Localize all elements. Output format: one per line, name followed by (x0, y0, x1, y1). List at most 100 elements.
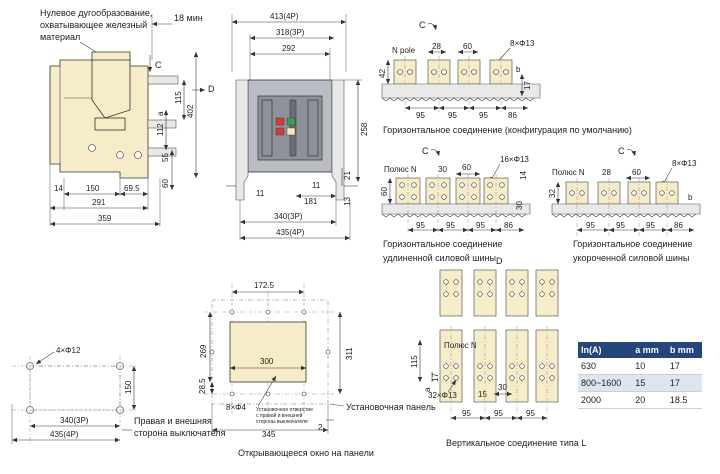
side-busbar-low (147, 147, 177, 157)
hole (669, 190, 675, 196)
spacing-2: 95 (494, 409, 503, 418)
plan-bar-4 (535, 269, 559, 317)
side-label-line1: Правая и внешняя (134, 416, 212, 426)
table-row: 2000 20 18.5 (578, 391, 702, 409)
breaker-front-slot-left (261, 99, 273, 157)
c-rotate-arrow (430, 149, 440, 157)
n-pole-label: N pole (392, 46, 416, 55)
short-break-line (551, 213, 697, 218)
breaker-front-slot-right (307, 99, 319, 157)
dim-14: 14 (54, 184, 63, 193)
hole (493, 69, 499, 75)
note-line2: с правой и внешней (256, 412, 303, 419)
hole (487, 375, 493, 381)
spacing-2: 95 (446, 221, 455, 230)
hole (443, 279, 449, 285)
dim-181: 181 (304, 197, 318, 206)
hole (265, 391, 271, 397)
hole (477, 363, 483, 369)
dim-28: 28 (602, 168, 611, 177)
table-cell: 2000 (578, 391, 633, 409)
breaker-side-handle (94, 117, 126, 131)
spacing-3: 95 (479, 111, 488, 120)
holes-leader (257, 375, 277, 407)
dim-115: 115 (410, 355, 419, 368)
pole-n-label: Полюс N (552, 168, 585, 177)
status-indicator-yellow (286, 127, 296, 136)
dim-32: 32 (548, 189, 557, 198)
dim-30: 30 (498, 383, 507, 392)
label-b: b (688, 193, 693, 202)
hole (539, 375, 545, 381)
short-housing (551, 203, 701, 215)
front-rail-left (235, 79, 249, 201)
holes-leader (35, 351, 55, 365)
hole (509, 363, 515, 369)
hole (539, 279, 545, 285)
hole (229, 391, 235, 397)
dim-258: 258 (360, 122, 369, 136)
dim-318: 318(3P) (276, 28, 305, 37)
dim-115: 115 (174, 91, 183, 104)
plan-holes (443, 279, 555, 297)
hole (499, 182, 505, 188)
dim-413: 413(4P) (270, 12, 299, 21)
col-header-a: a mm (632, 342, 667, 358)
hole (477, 375, 483, 381)
spacing-4: 86 (504, 221, 513, 230)
hole (509, 279, 515, 285)
hole (549, 291, 555, 297)
hole (429, 194, 435, 200)
bar-1 (395, 177, 421, 205)
dim-269: 269 (199, 344, 208, 358)
hole (209, 349, 215, 355)
side-busbar-mid (147, 119, 177, 129)
plan-bar-3 (505, 269, 529, 317)
hole (487, 279, 493, 285)
label-c: C (618, 146, 625, 156)
hole (399, 182, 405, 188)
holes-spec: 8×Φ4 (226, 403, 247, 412)
hole (411, 182, 417, 188)
extended-housing (381, 203, 531, 215)
plan-bar-1 (439, 269, 463, 317)
default-housing (381, 83, 541, 99)
hole (519, 375, 525, 381)
dim-435: 435(4P) (276, 228, 305, 237)
short-holes (569, 190, 675, 196)
hole (519, 291, 525, 297)
spacing-1: 95 (462, 409, 471, 418)
side-view: Нулевое дугообразование, охватывающее же… (40, 8, 215, 227)
holes-spec: 8×Φ13 (672, 159, 697, 168)
panel-holes (209, 309, 331, 397)
table-cell: 18.5 (666, 391, 702, 409)
hole (601, 190, 607, 196)
table-row: 800~1600 15 17 (578, 374, 702, 392)
hole (411, 194, 417, 200)
panel-label: Установочная панель (346, 402, 436, 412)
hole (229, 309, 235, 315)
table-cell: 10 (632, 358, 667, 375)
dim-112: 112 (156, 123, 165, 136)
spacing-3: 95 (646, 221, 655, 230)
off-button (275, 117, 285, 126)
hole (611, 190, 617, 196)
hole (443, 291, 449, 297)
hole (453, 291, 459, 297)
hole (471, 69, 477, 75)
caption-line2: удлиненной силовой шины (383, 253, 496, 263)
label-d: D (496, 256, 503, 266)
label-a: a (156, 111, 165, 116)
table-row: 630 10 17 (578, 358, 702, 375)
note-line3: стороны выключателя (256, 419, 308, 425)
spacing-4: 86 (674, 221, 683, 230)
dim-13: 13 (343, 197, 352, 206)
holes-spec: 32×Φ13 (428, 391, 457, 400)
status-indicator-green (286, 117, 296, 126)
label-d: D (208, 84, 215, 94)
pole-n-label: Полюс N (444, 341, 477, 350)
hole (471, 182, 477, 188)
holes-spec: 4×Φ12 (56, 346, 81, 355)
dim-15: 15 (478, 390, 487, 399)
hole (471, 194, 477, 200)
